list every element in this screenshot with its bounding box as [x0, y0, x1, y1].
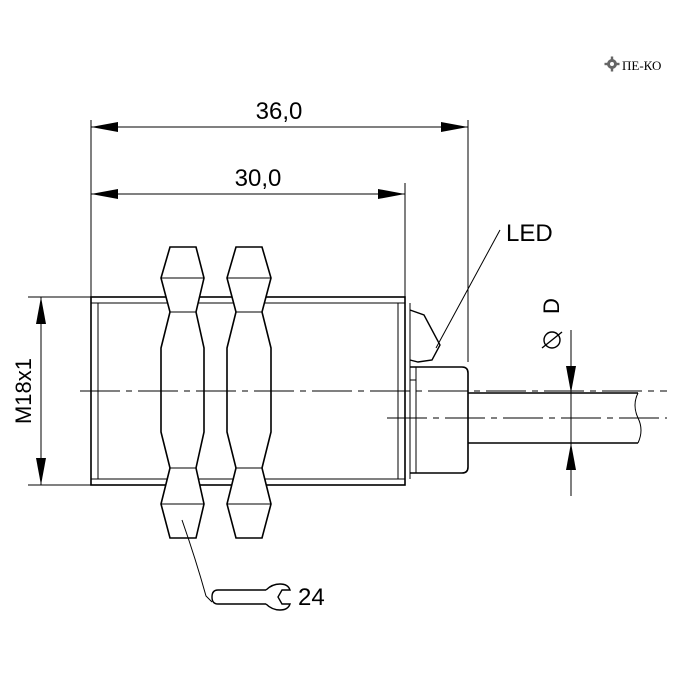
cable-gland: [410, 366, 469, 474]
wrench-icon: [211, 583, 291, 611]
brand-logo: ПЕ-КО: [604, 56, 661, 73]
logo-text: ПЕ-КО: [622, 58, 661, 73]
wrench-callout: 24: [181, 519, 325, 611]
thread-label: M18x1: [11, 358, 36, 424]
dimension-cable-diameter: D: [539, 298, 576, 496]
dimension-overall-length: 36,0: [91, 98, 468, 132]
hex-nut-front: [160, 246, 205, 539]
dimension-body-length: 30,0: [91, 165, 405, 199]
dimension-body-label: 30,0: [235, 165, 282, 192]
wrench-size-label: 24: [298, 584, 325, 611]
led-indicator: [409, 309, 441, 363]
dimension-thread: M18x1: [11, 297, 46, 485]
led-label: LED: [506, 220, 553, 247]
dimension-overall-label: 36,0: [256, 98, 303, 125]
gear-icon: [604, 56, 620, 72]
diameter-symbol-icon: [541, 331, 563, 349]
led-callout: LED: [435, 220, 553, 349]
hex-nut-rear: [226, 246, 272, 539]
cable-diameter-label: D: [539, 298, 564, 314]
